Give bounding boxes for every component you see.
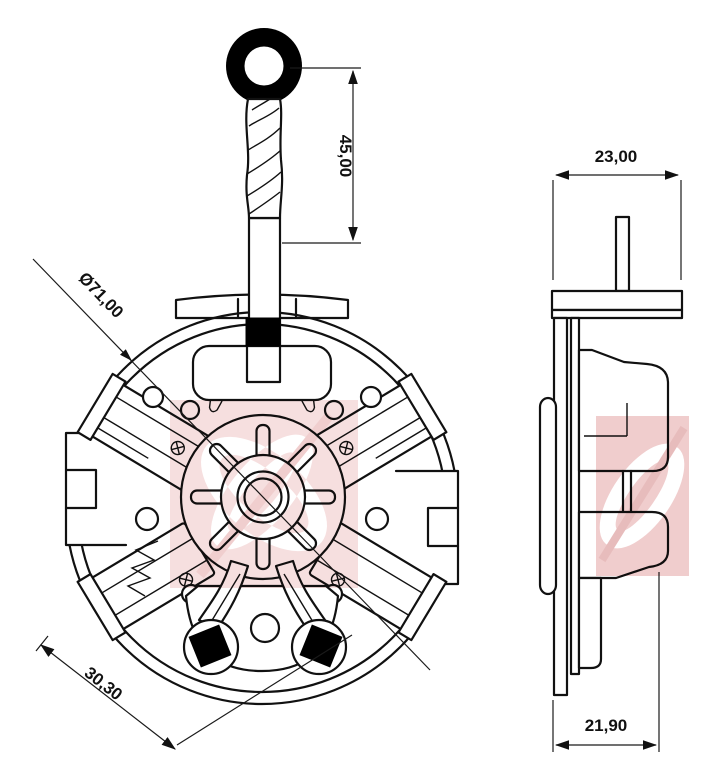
dimension-21: 21,90 [552, 572, 660, 752]
spring-icon [126, 540, 159, 597]
braid-strands [246, 98, 282, 215]
brush-icon [245, 317, 281, 347]
dimension-23: 23,00 [552, 147, 682, 280]
left-rim-notch [60, 431, 128, 547]
bottom-bracket [182, 559, 348, 676]
side-pin [614, 215, 631, 293]
dimension-45: 45,00 [282, 67, 361, 244]
brush-icon [299, 624, 343, 668]
side-lower-block [577, 576, 603, 670]
side-left-tab [538, 396, 558, 596]
side-flange [550, 289, 684, 312]
terminal-slot [245, 344, 282, 384]
terminal-lead-assembly [226, 28, 302, 220]
dim-label-71: Ø71,00 [75, 269, 127, 322]
dim-label-30: 30,30 [81, 663, 126, 704]
watermark-right [596, 416, 689, 576]
dim-label-23: 23,00 [595, 147, 638, 166]
brush-icon [188, 624, 232, 668]
braided-lead-icon [245, 97, 284, 220]
dim-label-45: 45,00 [336, 135, 355, 178]
watermark-center [170, 400, 358, 588]
dim-label-21: 21,90 [585, 716, 628, 735]
